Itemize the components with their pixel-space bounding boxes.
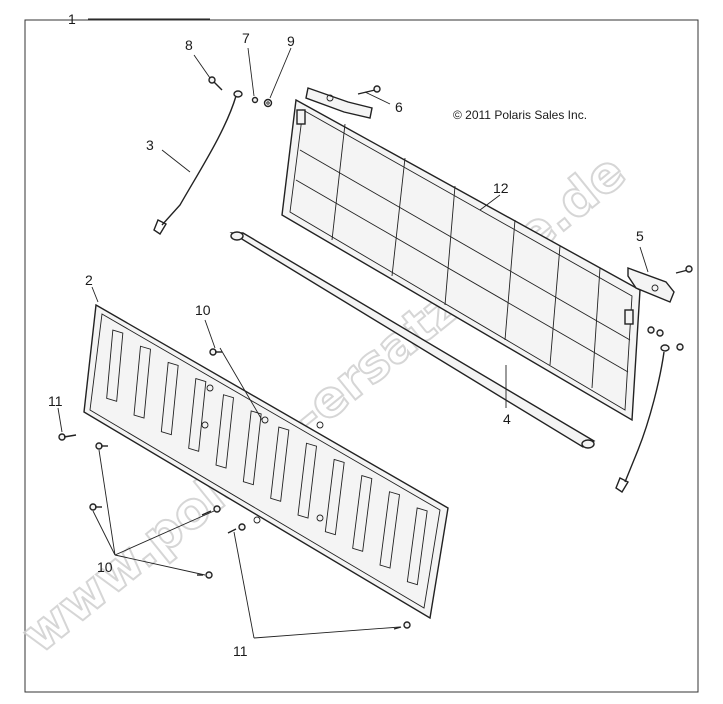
panel-slot [188,377,207,452]
copyright-text: © 2011 Polaris Sales Inc. [453,108,587,122]
nut-7 [251,96,259,104]
callout-10-bottom: 10 [97,559,113,575]
callout-3: 3 [146,137,154,153]
callout-12: 12 [493,180,509,196]
rivet-11-left [58,433,77,441]
rivet-11-bottom [393,621,411,630]
rivet-10-top [209,348,222,356]
callout-9: 9 [287,33,295,49]
callout-2: 2 [85,272,93,288]
panel-slot [106,329,124,402]
callout-10-top: 10 [195,302,211,318]
panel-slot [324,458,345,536]
tailgate-rod [229,231,596,449]
right-latch [627,265,693,303]
panel-slot [160,361,179,436]
rivet-10-b [89,503,102,511]
callout-8: 8 [185,37,193,53]
panel-slot [297,442,317,519]
right-cable [615,344,670,493]
washer-9 [263,98,273,108]
panel-slot [352,474,373,552]
left-latch [305,85,381,119]
rivet-10-a [95,442,108,450]
bolt-8 [208,76,223,91]
tailgate-inner-panel [281,98,641,422]
callout-5: 5 [636,228,644,244]
rivet-10-d [197,571,213,579]
panel-slot [133,345,151,419]
rivet-10-c [201,505,221,516]
callout-7: 7 [242,30,250,46]
callout-1: 1 [68,11,76,27]
washers-right [647,326,684,351]
callout-6: 6 [395,99,403,115]
panel-slot [270,426,290,502]
leader-lines [57,18,649,639]
callout-4: 4 [503,411,511,427]
panel-slot [215,394,234,469]
rivet-11-mid [227,523,246,534]
callout-11-left: 11 [48,393,63,409]
left-cable [153,90,243,235]
panel-slot [379,491,400,569]
tailgate-outer-panel [83,303,449,620]
diagram-frame [24,19,699,693]
panel-slot [406,507,428,586]
callout-11-bottom: 11 [233,643,248,659]
